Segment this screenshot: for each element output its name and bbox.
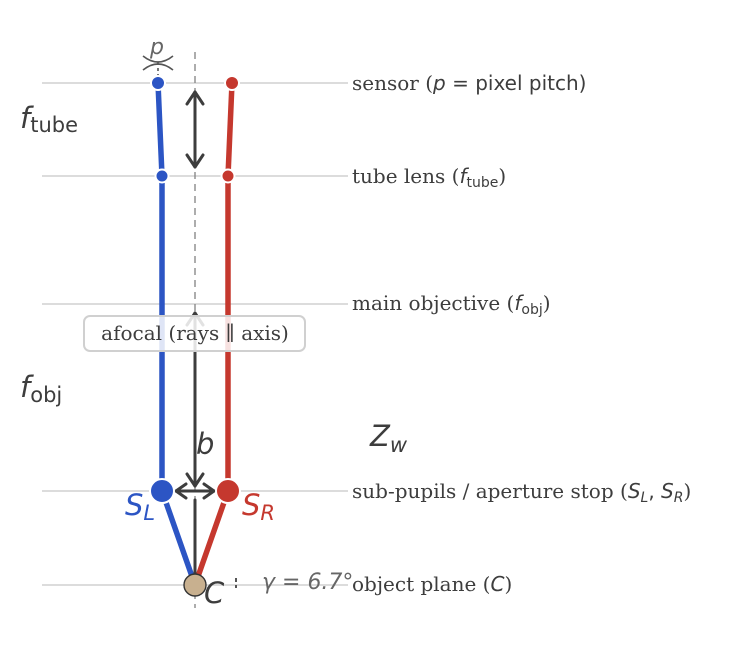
f-tube-arrow [185, 90, 205, 169]
baseline-b-label: b [196, 427, 214, 461]
c-label: C [204, 576, 225, 610]
tube-left-point [154, 168, 170, 184]
f-obj-label: fobj [20, 370, 62, 407]
sensor-left-point [150, 75, 166, 91]
object-plane-label: object plane (C) [352, 572, 512, 596]
afocal-box [83, 315, 306, 352]
sensor-plane-label: sensor (p = pixel pitch) [352, 71, 586, 95]
objective-plane-label: main objective (fobj) [352, 291, 551, 318]
sub-pupil-left [149, 478, 175, 504]
gamma-label: γ = 6.7° [262, 570, 353, 595]
tube-right-point [220, 168, 236, 184]
sr-label: SR [242, 488, 275, 525]
p-label: p [149, 35, 164, 60]
f-tube-label: ftube [20, 101, 78, 137]
baseline-b-arrow [174, 482, 216, 500]
pixel-pitch-marker [142, 55, 174, 76]
pupil-plane-label: sub-pupils / aperture stop (SL, SR) [352, 479, 691, 506]
tube-lens-plane-label: tube lens (ftube) [352, 164, 506, 191]
object-point-c [183, 573, 207, 597]
afocal-label: afocal (rays ∥ axis) [101, 321, 289, 345]
sub-pupil-right [215, 478, 241, 504]
sensor-right-point [224, 75, 240, 91]
zw-label: Zw [369, 419, 408, 457]
sl-label: SL [125, 488, 155, 525]
